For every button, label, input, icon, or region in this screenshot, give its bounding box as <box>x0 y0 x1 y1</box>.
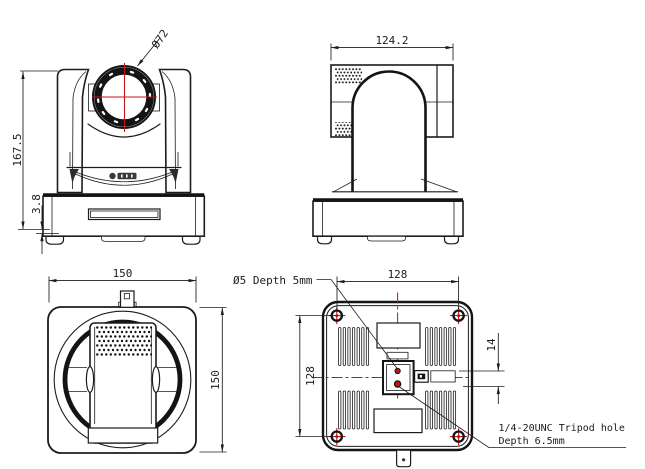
side-view: 124.2 <box>312 34 464 245</box>
top-camera-body <box>85 322 161 444</box>
positioning-hole <box>394 367 401 375</box>
bottom-cover-recess <box>373 408 423 434</box>
top-vent-grid <box>96 326 152 357</box>
dim-bottom-height: 128 <box>304 366 317 386</box>
side-vent-grid-upper <box>335 68 362 85</box>
dim-top-width: 150 <box>113 267 133 280</box>
front-view: 167.5 3.8 Ø72 <box>11 27 206 254</box>
side-arch-head <box>351 70 427 192</box>
dim-side-width: 124.2 <box>375 34 408 47</box>
front-yoke-arms <box>56 68 192 194</box>
ir-window <box>87 208 161 221</box>
tripod-mount-plate <box>382 360 415 396</box>
dim-hole-spacing: 14 <box>485 338 498 352</box>
label-tripod-hole-line1: 1/4-20UNC Tripod hole <box>499 423 625 434</box>
side-vent-grid-lower <box>335 122 352 138</box>
bottom-leader-notes: Ø5 Depth 5mm 1/4-20UNC Tripod hole Depth… <box>233 274 626 448</box>
dim-top-depth: 150 <box>209 370 222 390</box>
top-rear-connector-tab <box>118 290 137 308</box>
tilt-hinge-left <box>85 366 95 393</box>
top-dimensions: 150 150 <box>48 267 227 453</box>
bottom-switch <box>414 370 429 383</box>
front-foot-right <box>181 235 201 245</box>
bottom-view: 128 128 14 Ø5 Depth 5mm 1/4-20UNC Tripod… <box>233 268 626 468</box>
lens-crosshair <box>92 63 157 132</box>
top-rotation-circle-outer <box>53 310 192 449</box>
tripod-hole <box>393 380 402 388</box>
brand-logo <box>109 172 137 180</box>
bottom-dimensions: 128 128 14 <box>295 268 505 437</box>
side-base <box>312 198 464 245</box>
tilt-hinge-right <box>151 366 161 393</box>
side-dimensions: 124.2 <box>330 34 454 61</box>
front-foot-left <box>45 235 65 245</box>
top-view: 150 150 <box>47 267 227 454</box>
dim-bottom-width: 128 <box>388 268 408 281</box>
label-tripod-hole-line2: Depth 6.5mm <box>499 436 565 447</box>
bottom-connector-tab <box>396 449 412 468</box>
bottom-label-recess <box>376 322 421 349</box>
label-positioning-hole: Ø5 Depth 5mm <box>233 274 313 287</box>
front-base <box>42 193 206 245</box>
dim-front-foot: 3.8 <box>30 194 43 214</box>
dim-front-height: 167.5 <box>11 133 24 166</box>
